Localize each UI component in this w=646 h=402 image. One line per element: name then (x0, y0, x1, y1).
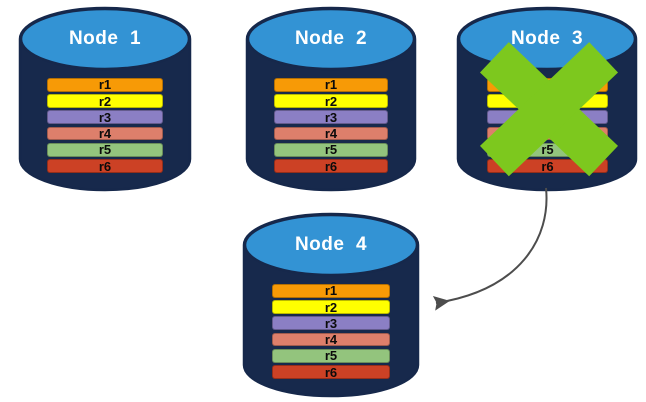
row-label: r1 (324, 283, 338, 299)
row-label: r2 (98, 93, 112, 109)
row-label: r4 (324, 332, 338, 348)
row-item[interactable]: r2 (47, 94, 163, 108)
row-item[interactable]: r2 (274, 94, 388, 108)
row-label: r3 (324, 109, 338, 125)
row-item[interactable]: r1 (272, 284, 390, 298)
row-item[interactable]: r6 (274, 159, 388, 173)
row-label: r6 (324, 364, 338, 380)
row-item[interactable]: r1 (47, 78, 163, 92)
row-item[interactable]: r4 (274, 126, 388, 142)
row-label: r1 (324, 77, 338, 93)
row-label: r2 (324, 93, 338, 109)
row-item[interactable]: r6 (272, 365, 390, 379)
row-item[interactable]: r4 (47, 126, 163, 142)
row-item[interactable]: r5 (274, 142, 388, 158)
row-item[interactable]: r6 (47, 159, 163, 173)
row-label: r6 (324, 158, 338, 174)
row-label: r5 (324, 142, 338, 158)
row-item[interactable]: r5 (272, 348, 390, 364)
row-label: r5 (324, 348, 338, 364)
row-item[interactable]: r5 (47, 142, 163, 158)
row-item[interactable]: r1 (274, 78, 388, 92)
cylinder-top-ellipse (19, 7, 191, 71)
row-label: r4 (324, 126, 338, 142)
cylinder-top-ellipse (246, 7, 416, 71)
row-item[interactable]: r3 (272, 315, 390, 331)
row-label: r3 (98, 109, 112, 125)
row-label: r2 (324, 299, 338, 315)
row-label: r3 (324, 315, 338, 331)
row-item[interactable]: r3 (47, 109, 163, 125)
row-item[interactable]: r2 (272, 300, 390, 314)
row-label: r4 (98, 126, 112, 142)
row-label: r1 (98, 77, 112, 93)
row-item[interactable]: r4 (272, 332, 390, 348)
row-item[interactable]: r3 (274, 109, 388, 125)
arrow-path (432, 187, 548, 311)
row-label: r6 (98, 158, 112, 174)
cylinder-top-ellipse (243, 213, 419, 277)
row-label: r5 (98, 142, 112, 158)
